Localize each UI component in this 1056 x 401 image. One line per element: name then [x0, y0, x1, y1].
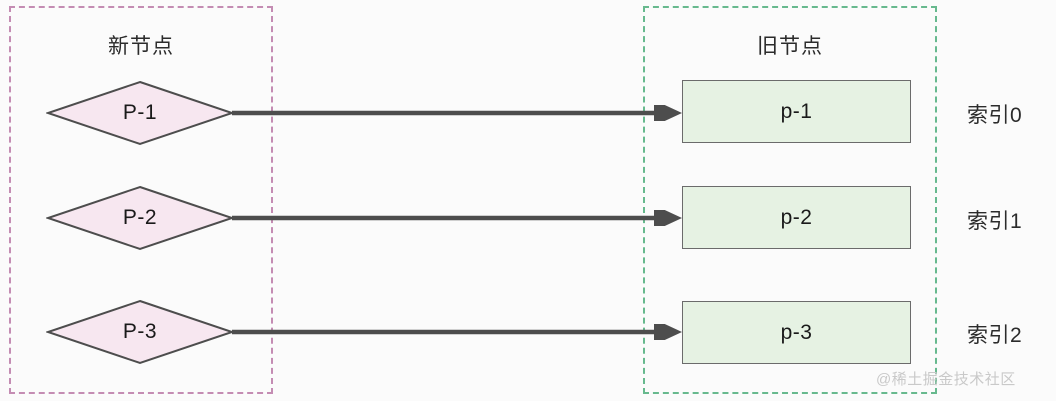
- group-old-nodes-title: 旧节点: [757, 35, 823, 58]
- group-new-nodes: [9, 6, 273, 394]
- new-node-diamond-2[interactable]: P-2: [46, 185, 234, 251]
- old-node-box-3[interactable]: p-3: [682, 301, 911, 364]
- new-node-diamond-3[interactable]: P-3: [46, 299, 234, 365]
- index-label-0: 索引0: [967, 104, 1023, 127]
- arrow-right-icon: [232, 324, 682, 340]
- group-new-nodes-title: 新节点: [108, 35, 174, 58]
- diamond-shape-icon: [46, 80, 234, 146]
- arrow-right-icon: [232, 105, 682, 121]
- arrow-right-icon: [232, 210, 682, 226]
- new-node-label-3: P-3: [122, 320, 158, 343]
- connector-arrow-3: [232, 324, 682, 340]
- old-node-box-2[interactable]: p-2: [682, 186, 911, 249]
- old-node-label-3: p-3: [780, 320, 813, 344]
- new-node-label-1: P-1: [122, 101, 158, 124]
- connector-arrow-2: [232, 210, 682, 226]
- connector-arrow-1: [232, 105, 682, 121]
- new-node-label-2: P-2: [122, 206, 158, 229]
- index-label-1: 索引1: [967, 210, 1023, 233]
- old-node-label-1: p-1: [780, 99, 813, 123]
- old-node-box-1[interactable]: p-1: [682, 80, 911, 143]
- new-node-diamond-1[interactable]: P-1: [46, 80, 234, 146]
- diamond-shape-icon: [46, 299, 234, 365]
- watermark: @稀土掘金技术社区: [876, 371, 1016, 388]
- group-old-nodes: [643, 6, 937, 394]
- index-label-2: 索引2: [967, 324, 1023, 347]
- old-node-label-2: p-2: [780, 205, 813, 229]
- diamond-shape-icon: [46, 185, 234, 251]
